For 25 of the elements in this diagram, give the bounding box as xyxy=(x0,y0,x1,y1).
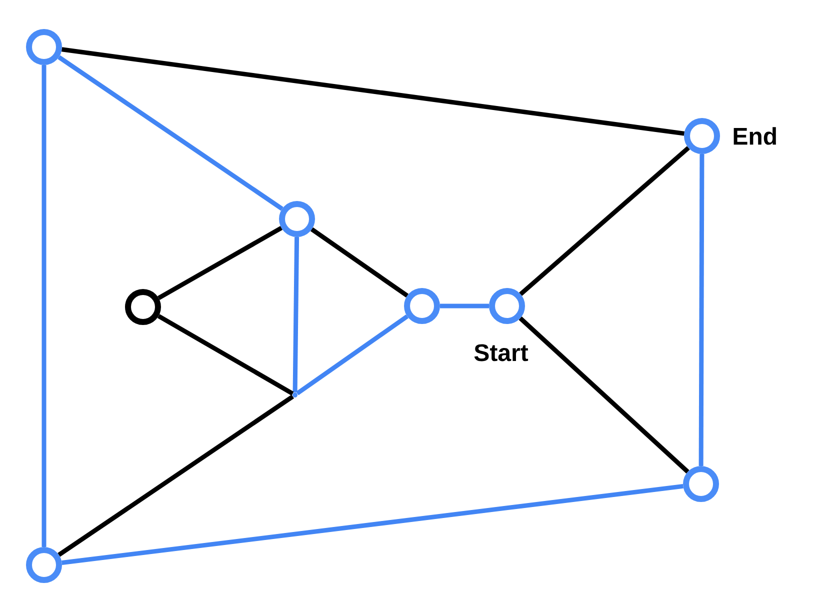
node-circle xyxy=(684,118,720,154)
edge-line xyxy=(62,484,684,566)
edge-line xyxy=(58,55,284,211)
edge-line xyxy=(440,304,489,308)
edge-line xyxy=(157,314,294,396)
node-circle xyxy=(683,466,720,502)
edge-line xyxy=(296,314,409,396)
edge-line xyxy=(292,236,300,392)
node-circle xyxy=(279,201,315,237)
node-circle xyxy=(489,288,525,324)
junction-point xyxy=(292,392,298,398)
node-label: Start xyxy=(474,344,528,362)
node-circle xyxy=(125,289,161,325)
edge-line xyxy=(518,316,690,474)
edge-line xyxy=(519,146,690,296)
edge-line xyxy=(58,394,294,557)
edge-line xyxy=(62,47,684,136)
edge-line xyxy=(42,65,46,547)
edge-line xyxy=(158,226,282,300)
edge-line xyxy=(698,154,704,466)
node-circle xyxy=(404,288,440,324)
node-label: End xyxy=(734,127,776,145)
node-circle xyxy=(26,547,62,583)
edge-line xyxy=(310,227,409,298)
node-circle xyxy=(26,29,62,65)
